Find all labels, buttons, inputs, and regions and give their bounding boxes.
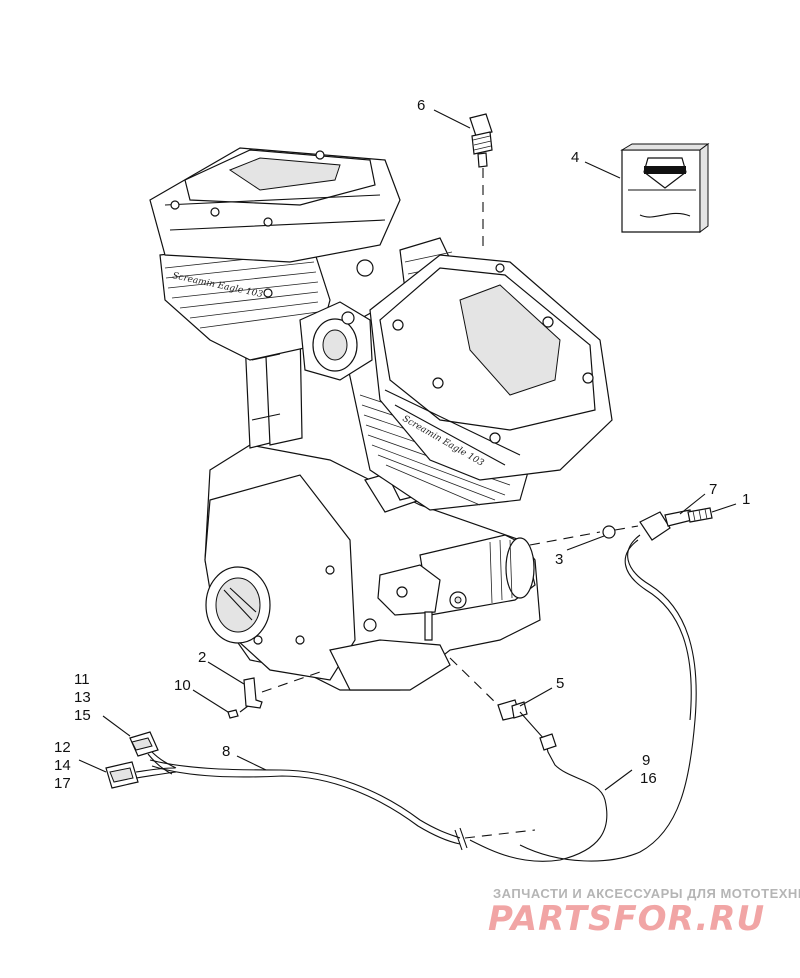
part-5-sensor	[497, 699, 528, 721]
part-2-clip	[243, 677, 263, 709]
callout-14: 14	[54, 757, 71, 774]
callout-4: 4	[571, 149, 579, 166]
part-7-sensor	[639, 509, 693, 541]
callout-7: 7	[709, 481, 717, 498]
callout-3: 3	[555, 551, 563, 568]
connector-15	[129, 731, 177, 775]
watermark-tagline: ЗАПЧАСТИ И АКСЕССУАРЫ ДЛЯ МОТОТЕХНИКИ	[493, 886, 800, 901]
callout-10: 10	[174, 677, 191, 694]
callout-15: 15	[74, 707, 91, 724]
callout-11: 11	[74, 671, 90, 688]
part-8-harness	[149, 759, 536, 851]
callout-13: 13	[74, 689, 91, 706]
engine-assembly: Screamin Eagle 103 Screamin Eagle 103	[149, 147, 613, 691]
callout-5: 5	[556, 675, 564, 692]
watermark-logo: PARTSFOR.RU	[488, 899, 765, 939]
watermark: ЗАПЧАСТИ И АКСЕССУАРЫ ДЛЯ МОТОТЕХНИКИ PA…	[488, 886, 800, 939]
callout-17: 17	[54, 775, 71, 792]
callout-12: 12	[54, 739, 71, 756]
connector-17	[105, 761, 177, 789]
callout-6: 6	[417, 97, 425, 114]
front-cylinder-fins	[164, 251, 319, 329]
part-3-o-ring	[602, 525, 616, 539]
callout-9: 9	[642, 752, 650, 769]
callout-1: 1	[742, 491, 750, 508]
callout-8: 8	[222, 743, 230, 760]
callout-labels: 1 2 3 4 5 6 7 8 9 10 11 12 13 14 15 16 1…	[54, 97, 750, 792]
leader-lines	[78, 109, 737, 791]
callout-2: 2	[198, 649, 206, 666]
part-10-screw	[227, 709, 239, 719]
harley-davidson-badge-icon	[620, 143, 710, 233]
part-1-screw	[687, 507, 713, 523]
callout-16: 16	[640, 770, 657, 787]
part-6-sender	[469, 113, 493, 168]
